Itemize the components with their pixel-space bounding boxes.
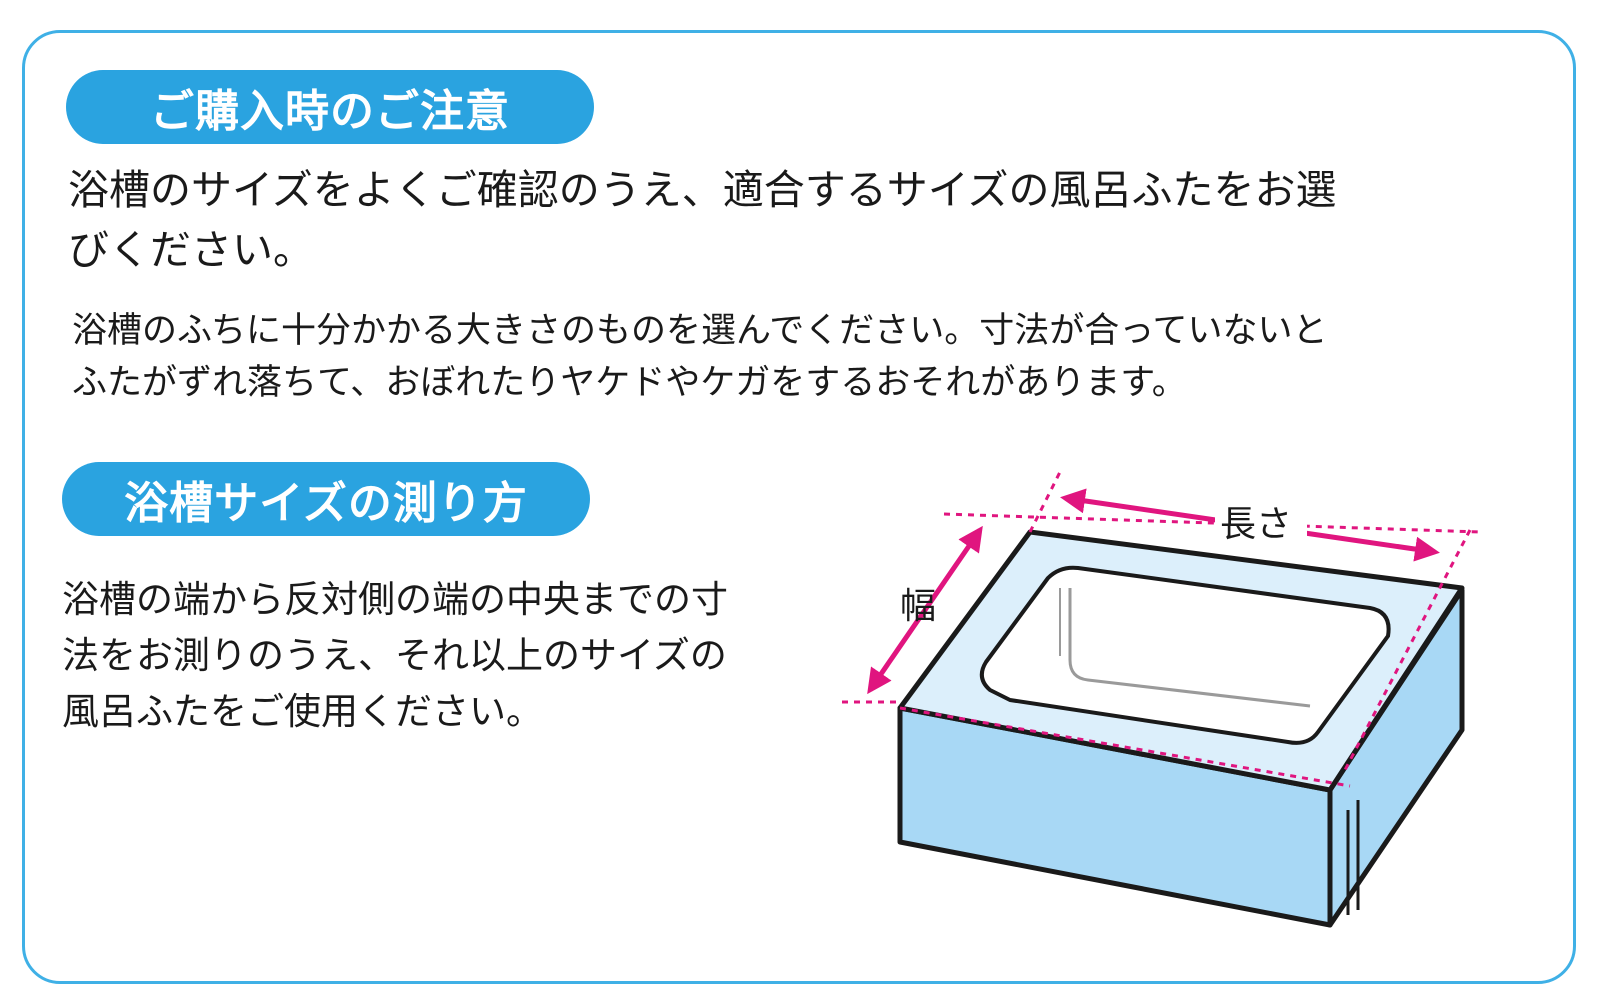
measure-guide-front xyxy=(899,706,1351,788)
warning-line: ふたがずれ落ちて、おぼれたりヤケドやケガをするおそれがあります。 xyxy=(72,363,1187,403)
section-title-purchase-notice: ご購入時のご注意 xyxy=(66,70,594,144)
instruction-line: 浴槽のサイズをよくご確認のうえ、適合するサイズの風呂ふたをお選 xyxy=(68,166,1337,214)
purchase-instruction: 浴槽のサイズをよくご確認のうえ、適合するサイズの風呂ふたをお選 びください。 xyxy=(68,160,1337,280)
tub-basin-inner-line xyxy=(1068,588,1311,708)
instruction-line: 風呂ふたをご使用ください。 xyxy=(62,690,543,733)
instruction-line: 浴槽の端から反対側の端の中央までの寸 xyxy=(62,578,728,621)
measure-guide-top xyxy=(943,512,1481,534)
measure-instruction: 浴槽の端から反対側の端の中央までの寸 法をお測りのうえ、それ以上のサイズの 風呂… xyxy=(62,572,728,740)
tub-basin xyxy=(979,565,1391,745)
warning-line: 浴槽のふちに十分かかる大きさのものを選んでください。寸法が合っていないと xyxy=(72,311,1328,351)
length-label: 長さ xyxy=(1220,504,1292,545)
length-label-bg xyxy=(1215,498,1307,546)
section-title-text: ご購入時のご注意 xyxy=(150,86,510,137)
width-arrow xyxy=(867,525,983,695)
instruction-line: 法をお測りのうえ、それ以上のサイズの xyxy=(62,634,727,677)
width-label: 幅 xyxy=(900,586,936,627)
section-title-text: 浴槽サイズの測り方 xyxy=(124,478,528,529)
bathtub-illustration: 長さ 幅 xyxy=(840,470,1481,928)
purchase-warning: 浴槽のふちに十分かかる大きさのものを選んでください。寸法が合っていないと ふたが… xyxy=(72,305,1327,409)
section-title-measure: 浴槽サイズの測り方 xyxy=(62,462,590,536)
measure-guide-right-mid xyxy=(1343,529,1472,771)
measure-guide-upper-left xyxy=(1028,470,1063,533)
instruction-line: びください。 xyxy=(68,226,314,274)
